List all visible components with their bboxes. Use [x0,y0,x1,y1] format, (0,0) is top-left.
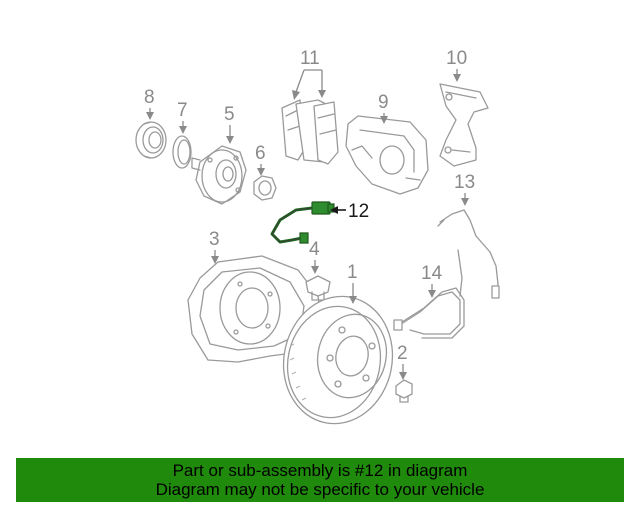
callout-3[interactable]: 3 [209,229,220,264]
callout-14[interactable]: 14 [421,263,443,298]
svg-text:3: 3 [209,229,220,250]
callout-7[interactable]: 7 [177,100,188,134]
callout-1[interactable]: 1 [347,262,358,304]
banner-line-part: Part or sub-assembly is #12 in diagram [172,461,468,480]
part-4-bolt[interactable] [305,275,331,301]
part-6-nut[interactable] [253,175,277,201]
part-13-sensor-cable[interactable] [437,209,500,299]
callout-9[interactable]: 9 [378,92,389,124]
callout-11[interactable]: 11 [292,48,326,100]
callout-13[interactable]: 13 [454,172,475,206]
svg-text:14: 14 [421,263,443,284]
svg-text:6: 6 [255,143,266,164]
part-11-brake-pads[interactable] [281,99,339,165]
callout-2[interactable]: 2 [397,343,408,380]
part-14-brake-line[interactable] [393,287,465,339]
part-10-caliper-bracket[interactable] [439,83,489,167]
part-1-rotor[interactable] [272,286,404,434]
svg-text:13: 13 [454,172,475,193]
svg-text:12: 12 [348,201,369,222]
part-8-bearing[interactable] [135,121,167,159]
svg-text:5: 5 [224,104,235,125]
part-5-hub[interactable] [191,145,247,205]
banner-line-disclaimer: Diagram may not be specific to your vehi… [155,480,485,499]
svg-text:9: 9 [378,92,389,113]
part-2-small-bolt[interactable] [395,379,413,403]
callout-5[interactable]: 5 [224,104,235,144]
callout-8[interactable]: 8 [144,87,155,120]
svg-text:10: 10 [446,48,467,69]
callout-6[interactable]: 6 [255,143,266,176]
callout-4[interactable]: 4 [309,239,320,274]
part-9-caliper[interactable] [345,115,429,195]
svg-text:4: 4 [309,239,320,260]
svg-text:11: 11 [300,48,320,69]
callout-10[interactable]: 10 [446,48,467,82]
callout-12[interactable]: 12 [330,201,369,222]
svg-text:2: 2 [397,343,408,364]
svg-text:1: 1 [347,262,358,283]
svg-text:7: 7 [177,100,188,121]
part-12-wear-sensor[interactable] [270,201,335,244]
svg-text:8: 8 [144,87,155,108]
part-7-snap-ring[interactable] [172,135,192,169]
info-banner: Part or sub-assembly is #12 in diagram D… [16,458,624,502]
